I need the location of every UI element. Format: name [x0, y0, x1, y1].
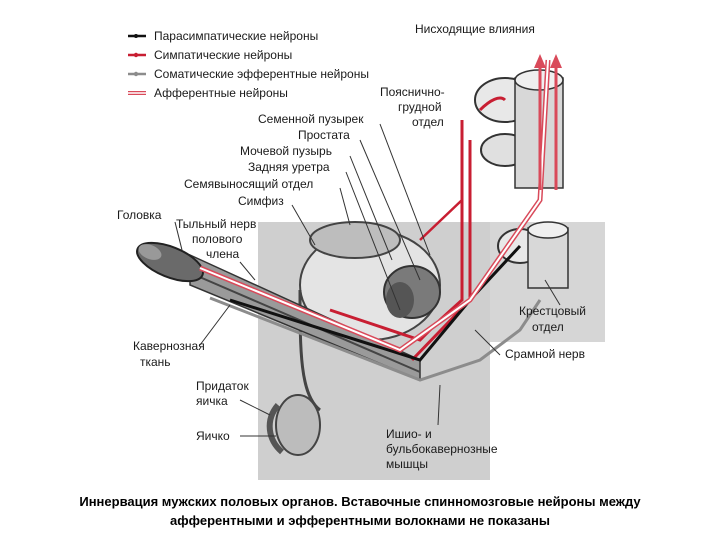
leader-sacral [544, 279, 561, 306]
label-sacral-1: Крестцовый [519, 304, 586, 318]
leader-dorsal-nerve [239, 261, 256, 281]
somatic-path [209, 296, 542, 382]
label-dorsal-nerve-3: члена [206, 247, 240, 261]
epididymis-shape [266, 403, 285, 455]
leader-lines [174, 123, 561, 437]
leader-pudendal [474, 329, 501, 356]
legend-label-sympathetic: Симпатические нейроны [154, 48, 292, 62]
leader-prostate [359, 139, 421, 281]
label-seminal-vesicle: Семенной пузырек [258, 112, 364, 126]
label-lumbothoracic-3: отдел [412, 115, 444, 129]
label-muscles-1: Ишио- и [386, 427, 432, 441]
label-dorsal-nerve-2: полового [192, 232, 243, 246]
label-posterior-urethra: Задняя уретра [248, 160, 330, 174]
leader-symphysis [291, 204, 316, 246]
sympathetic-path-root [478, 96, 507, 112]
leader-vas [339, 187, 351, 226]
parasympathetic-path [229, 244, 522, 362]
label-pudendal-nerve: Срамной нерв [505, 347, 585, 361]
label-epididymis-1: Придаток [196, 379, 249, 393]
legend-item-afferent: Афферентные нейроны [128, 86, 288, 100]
leader-glans [174, 221, 183, 251]
figure-caption: Иннервация мужских половых органов. Вста… [10, 492, 710, 530]
legend-label-afferent: Афферентные нейроны [154, 86, 288, 100]
prostate-core [386, 282, 414, 318]
label-muscles-3: мышцы [386, 457, 428, 471]
label-cavernous-2: ткань [140, 355, 171, 369]
legend-item-parasympathetic: Парасимпатические нейроны [128, 29, 318, 43]
organs [266, 221, 441, 456]
label-symphysis: Симфиз [238, 194, 284, 208]
testis-shape [275, 394, 321, 456]
label-epididymis-2: яичка [196, 394, 228, 408]
sympathetic-branch-vesicle [419, 199, 463, 241]
label-descending: Нисходящие влияния [415, 22, 535, 36]
nerve-pathways [199, 54, 562, 382]
labels: Нисходящие влияния Пояснично- грудной от… [117, 22, 586, 471]
descending-arrowhead-2 [550, 54, 562, 68]
legend: Парасимпатические нейроны Симпатические … [128, 29, 369, 100]
legend-dot-somatic [133, 71, 139, 77]
legend-dot-parasympathetic [134, 34, 138, 38]
caption-line-2: афферентными и эфферентными волокнами не… [170, 513, 550, 528]
label-bladder: Мочевой пузырь [240, 144, 332, 158]
label-muscles-2: бульбокавернозные [386, 442, 498, 456]
cord-sacral-cap [527, 221, 569, 239]
descending-arrowhead-1 [534, 54, 546, 68]
leader-urethra [345, 171, 401, 311]
leader-bladder [349, 155, 393, 261]
lumbothoracic-segment [474, 69, 564, 189]
legend-item-sympathetic: Симпатические нейроны [128, 48, 292, 62]
legend-item-somatic: Соматические эфферентные нейроны [128, 67, 369, 81]
leader-cavernous [199, 304, 231, 346]
leader-seminal-vesicle [379, 123, 431, 256]
label-sacral-2: отдел [532, 320, 564, 334]
label-vas-deferens: Семявыносящий отдел [184, 177, 313, 191]
label-testis: Яичко [196, 429, 230, 443]
legend-label-parasympathetic: Парасимпатические нейроны [154, 29, 318, 43]
label-glans: Головка [117, 208, 162, 222]
caption-line-1: Иннервация мужских половых органов. Вста… [79, 494, 641, 509]
label-cavernous-1: Кавернозная [133, 339, 205, 353]
glans-tip [138, 244, 162, 260]
legend-label-somatic: Соматические эфферентные нейроны [154, 67, 369, 81]
leader-epididymis [239, 399, 271, 416]
label-lumbothoracic-2: грудной [398, 100, 442, 114]
label-dorsal-nerve-1: Тыльный нерв [176, 217, 256, 231]
leader-muscles [437, 384, 441, 426]
label-prostate: Простата [298, 128, 350, 142]
seminal-vesicle-shape [309, 221, 401, 259]
legend-dot-sympathetic [133, 52, 139, 58]
label-lumbothoracic-1: Пояснично- [380, 85, 445, 99]
